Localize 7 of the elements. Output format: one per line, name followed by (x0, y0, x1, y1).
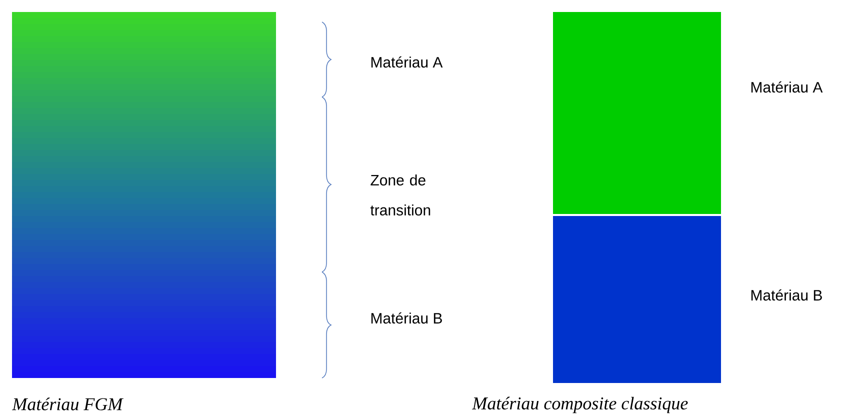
brace-label: Zone de transition (370, 174, 430, 216)
material-label: Matériau B (751, 289, 822, 301)
brace-label: Matériau B (371, 312, 442, 324)
caption: Matériau composite classique (472, 396, 688, 414)
material-label: Matériau A (751, 81, 823, 93)
brace-label: Matériau A (371, 56, 443, 68)
caption: Matériau FGM (12, 398, 124, 410)
